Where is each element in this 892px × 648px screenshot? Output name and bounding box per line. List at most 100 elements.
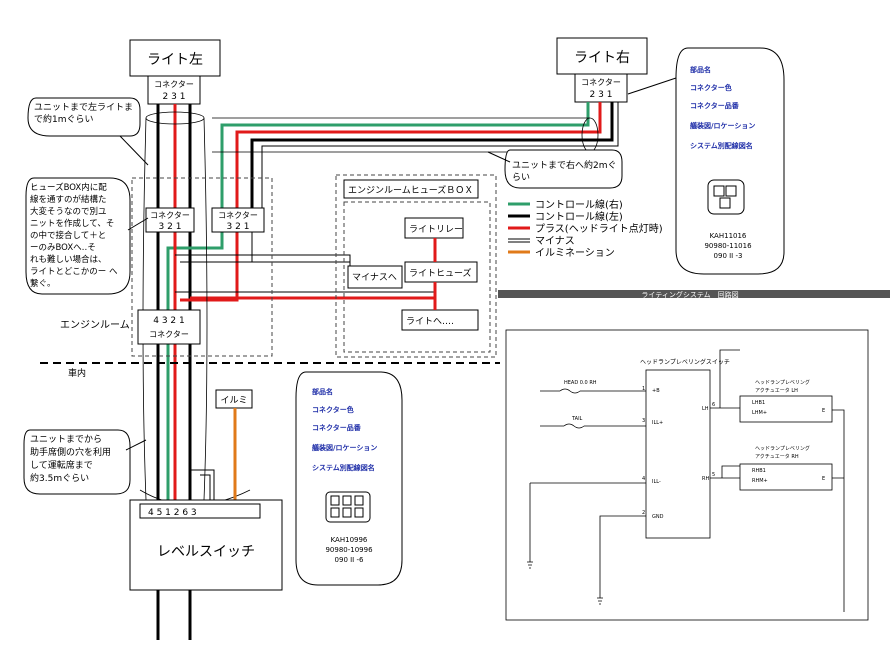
engine-room-connector <box>137 309 201 345</box>
connector-b <box>211 207 265 233</box>
pin-gnd: GND <box>652 514 664 520</box>
legend-label: イルミネーション <box>535 247 615 259</box>
note-fuse-line: ヒューズBOX内に配 <box>30 182 107 193</box>
connector-icon <box>325 491 371 523</box>
pin-num: 4 <box>642 476 645 482</box>
level-switch-label: レベルスイッチ <box>157 544 255 560</box>
note-left-line: ユニットまで左ライトま <box>34 101 133 113</box>
right-sheath <box>212 117 590 153</box>
legend: コントロール線(右) コントロール線(左) プラス(ヘッドライト点灯時) マイナ… <box>508 198 663 259</box>
info-bottom-code: 090 II -6 <box>335 556 364 564</box>
leveling-switch-block <box>645 369 711 539</box>
light-relay-label: ライトリレー <box>409 224 463 235</box>
fuse-symbol <box>563 423 585 429</box>
cabin-minus-wires <box>190 469 215 504</box>
pin-ill-plus: ILL+ <box>652 420 663 426</box>
note-cabin-line: して運転席まで <box>30 459 93 471</box>
to-light-label: ライトへ‥‥ <box>406 316 454 327</box>
note-right-line: ユニットまで右へ約2mぐ <box>512 159 617 171</box>
info-bottom-code: KAH10996 <box>331 536 368 544</box>
info-right-code: 90980-11016 <box>704 242 752 250</box>
light-right-connector-pins: 2 3 1 <box>590 90 613 100</box>
info-right-item: コネクター色 <box>690 83 732 92</box>
info-bottom-item: 艤装図/ロケーション <box>312 443 377 452</box>
fuse-box-title: エンジンルームヒューズＢＯＸ <box>348 184 473 196</box>
level-switch-connector <box>139 503 261 519</box>
tail-label: TAIL <box>571 416 583 422</box>
fuse-symbol <box>559 388 581 394</box>
note-fuse-line: 大変そうなので別ユ <box>30 206 107 217</box>
schematic-header-bar <box>498 290 890 298</box>
act-pin: LHM+ <box>752 410 767 416</box>
info-bottom-code: 90980-10996 <box>325 546 373 554</box>
to-minus-label: マイナスへ <box>352 272 397 283</box>
info-panel-right: 部品名 コネクター色 コネクター品番 艤装図/ロケーション システム別配線図名 … <box>627 47 785 275</box>
cabin-label: 車内 <box>68 367 86 379</box>
info-right-item: システム別配線図名 <box>690 141 753 150</box>
ground-symbol <box>527 561 533 569</box>
light-left-connector-pins: 2 3 1 <box>163 92 186 102</box>
light-right-label: ライト右 <box>574 50 630 66</box>
legend-label: マイナス <box>535 235 575 247</box>
pin-b: +B <box>652 388 660 394</box>
note-cabin-line: ユニットまでから <box>30 434 102 445</box>
act-pin: RHM+ <box>752 478 768 484</box>
schematic-header: ライティングシステム 回路図 <box>641 290 738 299</box>
level-switch-pins: 4 5 1 2 6 3 <box>148 508 197 518</box>
connector-a-label: コネクター <box>150 211 190 220</box>
pin-num: 5 <box>712 472 715 478</box>
to-minus-box <box>347 265 403 289</box>
fuse-box-title-box <box>343 179 479 199</box>
light-left-connector <box>147 75 201 105</box>
actuator-rh-block <box>739 463 833 491</box>
info-right-code: KAH11016 <box>710 232 747 240</box>
pin-ill-minus: ILL- <box>652 479 661 485</box>
info-right-item: 部品名 <box>690 65 711 74</box>
pin-num: 6 <box>712 402 715 408</box>
act-e: E <box>822 408 825 414</box>
act-rh-title: ヘッドランプレベリング <box>755 445 810 452</box>
illumi-label: イルミ <box>220 396 247 406</box>
legend-label: プラス(ヘッドライト点灯時) <box>535 223 663 235</box>
info-bottom-item: 部品名 <box>312 387 333 396</box>
connector-a-pins: 3 2 1 <box>159 222 182 232</box>
pin-lh: LH <box>702 406 709 412</box>
fuse-box-zone <box>335 174 497 358</box>
note-cabin-line: 約3.5mぐらい <box>30 472 89 484</box>
light-right-connector <box>574 73 628 103</box>
note-right: ユニットまで右へ約2mぐ らい <box>487 149 623 189</box>
info-bottom-item: コネクター品番 <box>312 423 362 432</box>
light-right-box <box>556 37 648 75</box>
pin-num: 3 <box>642 418 645 424</box>
info-panel-bottom: 部品名 コネクター色 コネクター品番 艤装図/ロケーション システム別配線図名 … <box>295 371 403 586</box>
engine-room-connector-pins: 4 3 2 1 <box>153 316 185 326</box>
note-cabin-line: 助手席側の穴を利用 <box>30 446 111 458</box>
left-sheath-end <box>145 111 205 125</box>
light-left-label: ライト左 <box>147 52 203 68</box>
right-sheath-end <box>581 117 599 153</box>
fuse-box-inner <box>343 201 491 353</box>
legend-label: コントロール線(右) <box>535 198 623 211</box>
note-cabin: ユニットまでから 助手席側の穴を利用 して運転席まで 約3.5mぐらい <box>23 429 147 495</box>
engine-room-connector-label: コネクター <box>149 330 189 339</box>
note-fuse-line: ライトとどこかのー へ <box>30 267 118 277</box>
engine-room-zone <box>131 177 273 357</box>
note-left: ユニットまで左ライトま で約1mぐらい <box>27 97 149 166</box>
act-pin: LHB1 <box>752 400 765 406</box>
note-fuse-line: ニットを作成して、そ <box>30 218 114 229</box>
info-bottom-item: システム別配線図名 <box>312 463 375 472</box>
to-light-box <box>401 309 479 331</box>
note-left-line: で約1mぐらい <box>34 113 94 125</box>
note-fuse-line: 線を通すのが結構た <box>30 194 107 205</box>
pin-num: 2 <box>642 510 645 516</box>
connector-icon <box>707 179 745 215</box>
note-fuse: ヒューズBOX内に配 線を通すのが結構た 大変そうなので別ユ ニットを作成して、… <box>25 177 149 295</box>
act-lh-title: ヘッドランプレベリング <box>755 379 810 386</box>
info-right-item: 艤装図/ロケーション <box>690 121 755 130</box>
light-right-connector-label: コネクター <box>581 78 621 87</box>
ground-symbol <box>597 597 603 605</box>
switch-title: ヘッドランプレベリングスイッチ <box>640 358 730 366</box>
light-fuse-label: ライトヒューズ <box>409 267 472 279</box>
connector-b-label: コネクター <box>218 211 258 220</box>
